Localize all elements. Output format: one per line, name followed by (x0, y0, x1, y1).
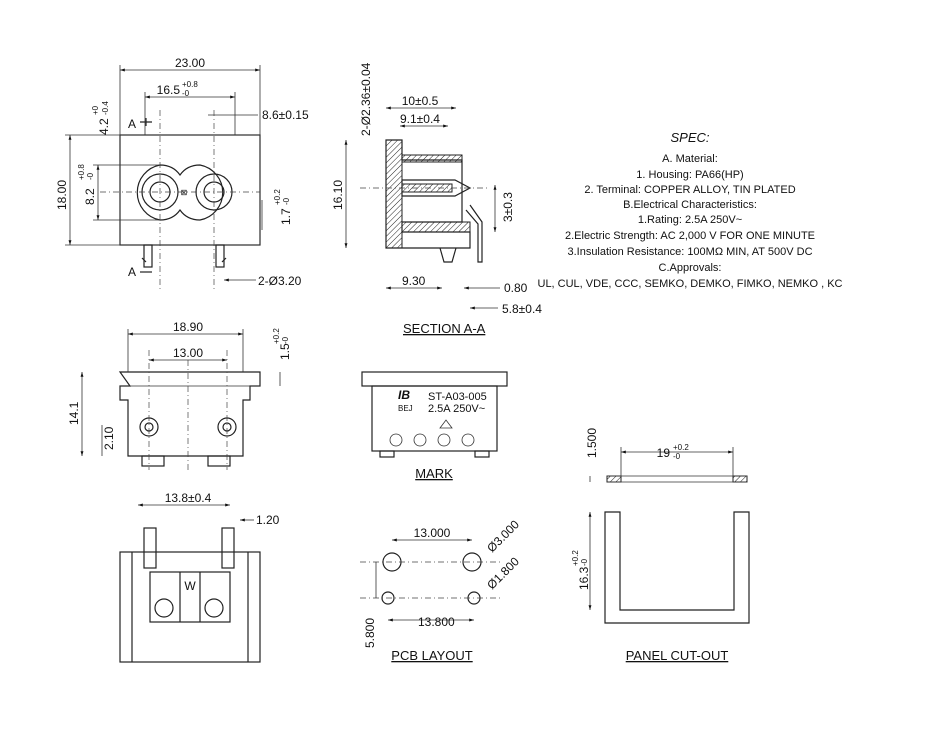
dim-inner-tol-upper: +0.8 (77, 164, 86, 180)
front-body (119, 134, 261, 246)
pcb-layout: 13.000 Ø3.000 Ø1.800 13.800 5.800 PCB LA… (360, 517, 522, 663)
pcb-dim-138: 13.800 (418, 615, 455, 629)
panel-dim-19-tol-upper: +0.2 (673, 443, 689, 452)
fimko-cert-icon (437, 433, 451, 447)
spec-line-4: 1.Rating: 2.5A 250V~ (638, 214, 742, 226)
dim-top-tol-lower: -0.4 (101, 101, 110, 115)
pcb-dim-13: 13.000 (414, 526, 451, 540)
dim-inner: 8.2 (83, 188, 97, 205)
section-mark-top: A (128, 117, 136, 131)
top-dim-15: 1.5 (278, 343, 292, 360)
top-view: 18.90 13.00 14.1 2.10 1.5 +0.2 -0 (67, 320, 292, 470)
dim-width: 23.00 (175, 56, 205, 70)
spec-line-3: B.Electrical Characteristics: (623, 199, 757, 211)
dim-pin-span-tol-upper: +0.8 (182, 80, 198, 89)
dim-small-tol-lower: -0 (282, 197, 291, 205)
dim-pin-span-tol-lower: -0 (182, 89, 190, 98)
dim-inner-tol-lower: -0 (86, 172, 95, 180)
panel-dim-163: 16.3 (577, 566, 591, 590)
sec-dim-930: 9.30 (402, 274, 426, 288)
vde-cert-icon (439, 419, 453, 429)
bottom-dim-120: 1.20 (256, 513, 280, 527)
mark-title: MARK (415, 466, 453, 481)
bottom-mark-w: W (184, 579, 196, 593)
dim-holes: 2-Ø3.20 (258, 274, 302, 288)
bottom-dim-138: 13.8±0.4 (165, 491, 212, 505)
top-dim-width: 18.90 (173, 320, 203, 334)
dim-top: 4.2 (97, 118, 111, 135)
socket-outline (136, 164, 224, 221)
spec-line-8: UL, CUL, VDE, CCC, SEMKO, DEMKO, FIMKO, … (538, 278, 843, 290)
panel-cutout: 19 +0.2 -0 1.500 16.3 +0.2 -0 PANEL CUT-… (571, 428, 750, 663)
spec-line-7: C.Approvals: (659, 262, 722, 274)
top-dim-210: 2.10 (102, 426, 116, 450)
pcb-dim-58: 5.800 (363, 618, 377, 648)
top-dim-15-tol-lower: -0 (281, 336, 290, 344)
panel-dim-19: 19 (657, 446, 671, 460)
front-view: ⊠ A A 23.00 16.5 +0.8 -0 8.6±0.15 4.2 +0… (55, 56, 309, 290)
sec-dim-58: 5.8±0.4 (502, 302, 542, 316)
ul-cert-icon (389, 433, 403, 447)
panel-dim-163-tol-lower: -0 (580, 558, 589, 566)
top-dim-pin: 13.00 (173, 346, 203, 360)
spec-line-1: 1. Housing: PA66(HP) (636, 169, 743, 181)
bottom-view: W 13.8±0.4 1.20 (119, 491, 280, 663)
spec-line-0: A. Material: (662, 153, 718, 165)
dim-top-tol-upper: +0 (91, 105, 100, 115)
section-view: 2-Ø2.36±0.04 10±0.5 9.1±0.4 16.10 3±0.3 … (331, 62, 542, 336)
section-mark-bottom: A (128, 265, 136, 279)
spec-heading: SPEC: (670, 130, 709, 145)
spec-line-2: 2. Terminal: COPPER ALLOY, TIN PLATED (584, 184, 795, 196)
dim-small: 1.7 (279, 208, 293, 225)
ccc-cert-icon (461, 433, 475, 447)
top-dim-h: 14.1 (67, 401, 81, 425)
sec-dim-9: 9.1±0.4 (400, 112, 440, 126)
spec-line-6: 3.Insulation Resistance: 100MΩ MIN, AT 5… (567, 246, 812, 258)
spec-line-5: 2.Electric Strength: AC 2,000 V FOR ONE … (565, 230, 815, 242)
sec-dim-080: 0.80 (504, 281, 528, 295)
pcb-dim-d18: Ø1.800 (484, 554, 522, 592)
sec-dim-10: 10±0.5 (402, 94, 439, 108)
spec-block: SPEC: A. Material: 1. Housing: PA66(HP) … (538, 130, 843, 290)
pcb-dim-d3: Ø3.000 (484, 517, 522, 555)
mark-model: ST-A03-005 (428, 391, 487, 403)
sec-dim-holes: 2-Ø2.36±0.04 (359, 62, 373, 136)
sec-dim-height: 16.10 (331, 180, 345, 210)
panel-dim-163-tol-upper: +0.2 (571, 550, 580, 566)
mark-view: IB BEJ ST-A03-005 2.5A 250V~ MARK (361, 371, 508, 481)
mark-logo: IB (398, 388, 410, 402)
mark-rating: 2.5A 250V~ (428, 403, 485, 415)
sec-dim-3: 3±0.3 (501, 192, 515, 222)
panel-dim-19-tol-lower: -0 (673, 452, 681, 461)
section-title: SECTION A-A (403, 321, 486, 336)
dim-pin-span: 16.5 (157, 83, 181, 97)
top-dim-15-tol-upper: +0.2 (272, 328, 281, 344)
pcb-title: PCB LAYOUT (391, 648, 472, 663)
dim-small-tol-upper: +0.2 (273, 189, 282, 205)
semko-cert-icon (413, 433, 427, 447)
polarity-mark: ⊠ (181, 188, 188, 197)
mark-code: BEJ (398, 404, 413, 413)
panel-title: PANEL CUT-OUT (626, 648, 729, 663)
dim-right: 8.6±0.15 (262, 108, 309, 122)
panel-dim-15: 1.500 (585, 428, 599, 458)
dim-height: 18.00 (55, 180, 69, 210)
